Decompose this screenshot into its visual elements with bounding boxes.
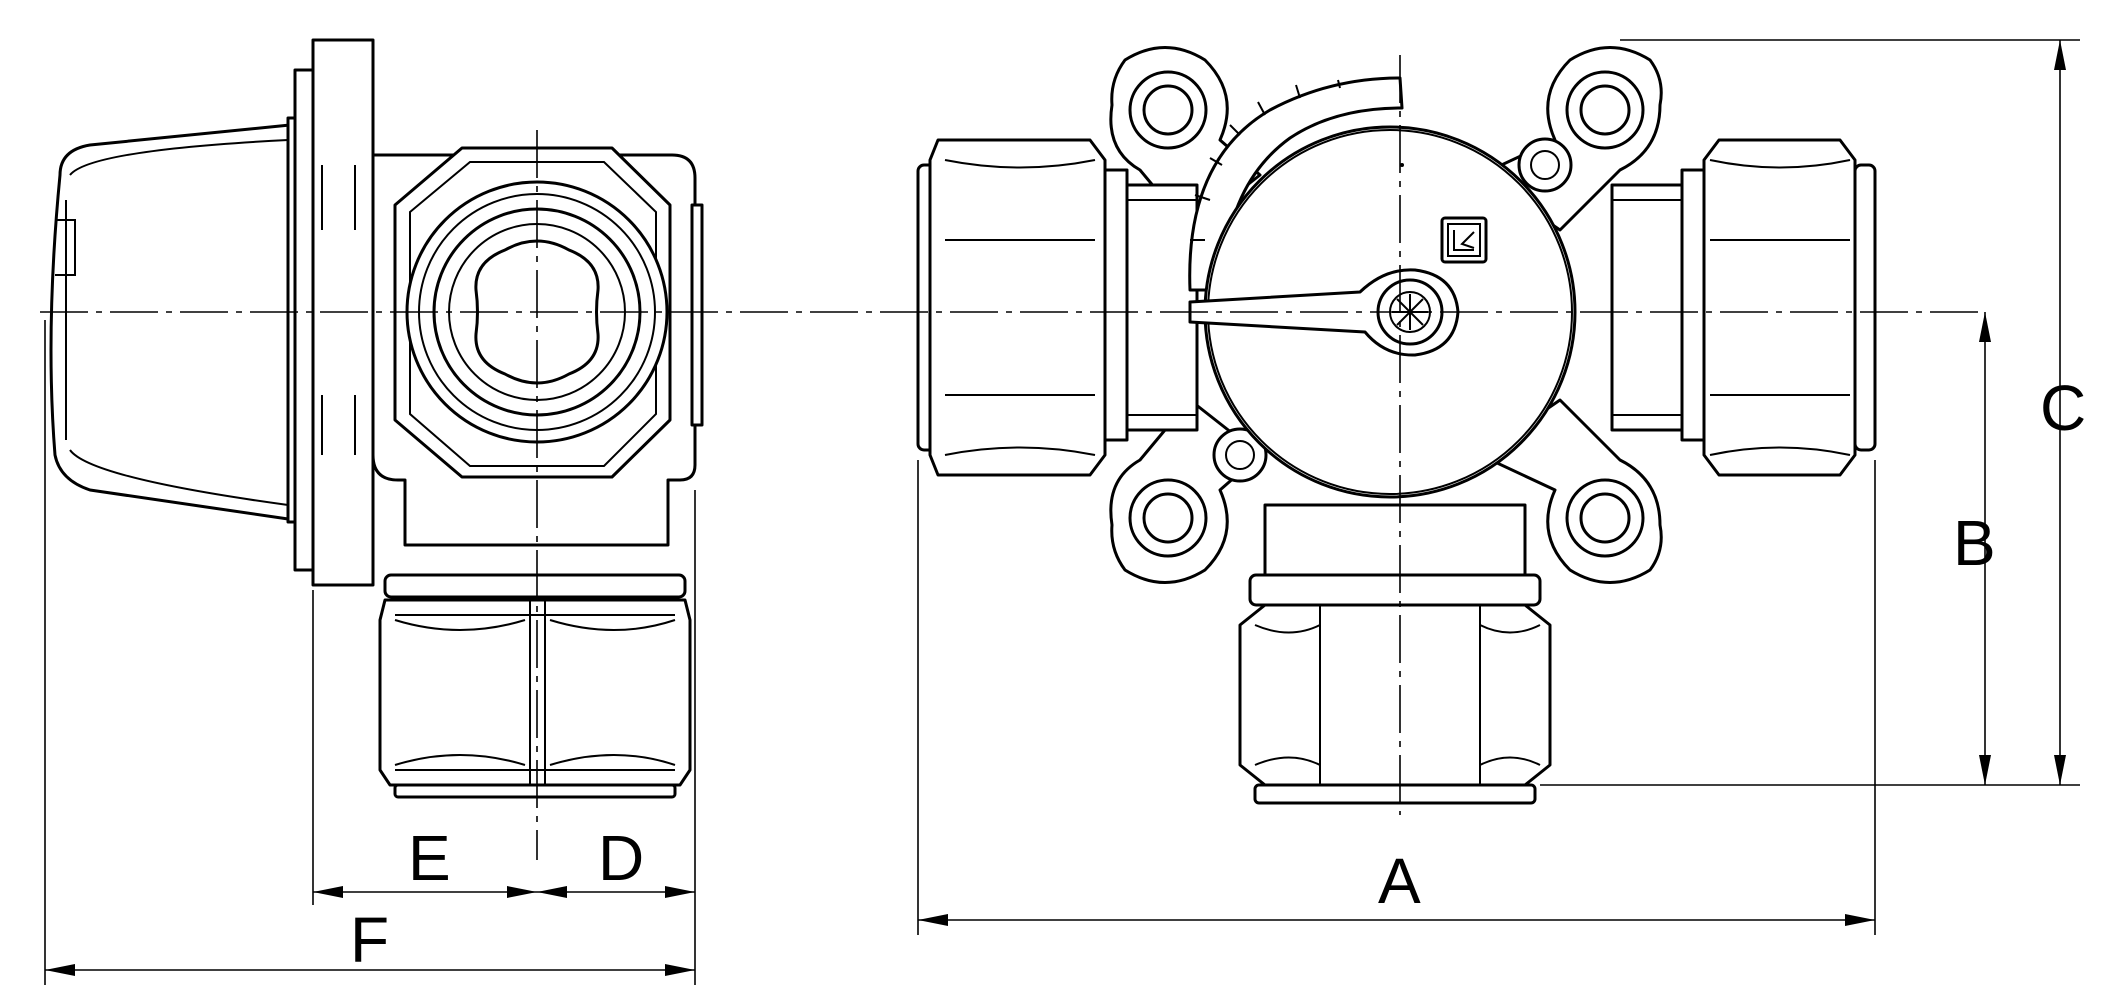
mounting-lug-bottom-left [1109, 398, 1268, 584]
dimension-label-e: E [408, 822, 451, 894]
knob-cap [49, 123, 297, 522]
dimension-label-f: F [350, 904, 389, 976]
dimension-lines [44, 39, 2080, 985]
right-pipe-fitting [1610, 138, 1877, 477]
bottom-fitting-nut [378, 598, 692, 787]
front-view [916, 46, 1877, 805]
mounting-lug-bottom-right [1478, 398, 1663, 584]
left-pipe-fitting [916, 138, 1199, 477]
knob-cap-edge [65, 139, 289, 506]
valve-manufacturer-logo-icon [1440, 216, 1488, 264]
dimension-label-c: C [2040, 372, 2086, 444]
dimension-label-a: A [1378, 845, 1421, 917]
side-view [49, 38, 704, 799]
bottom-pipe-fitting [1238, 503, 1552, 805]
dimension-label-d: D [598, 822, 644, 894]
center-lines [40, 55, 1985, 860]
dimension-label-b: B [1953, 507, 1996, 579]
bottom-fitting-collar [383, 573, 687, 599]
